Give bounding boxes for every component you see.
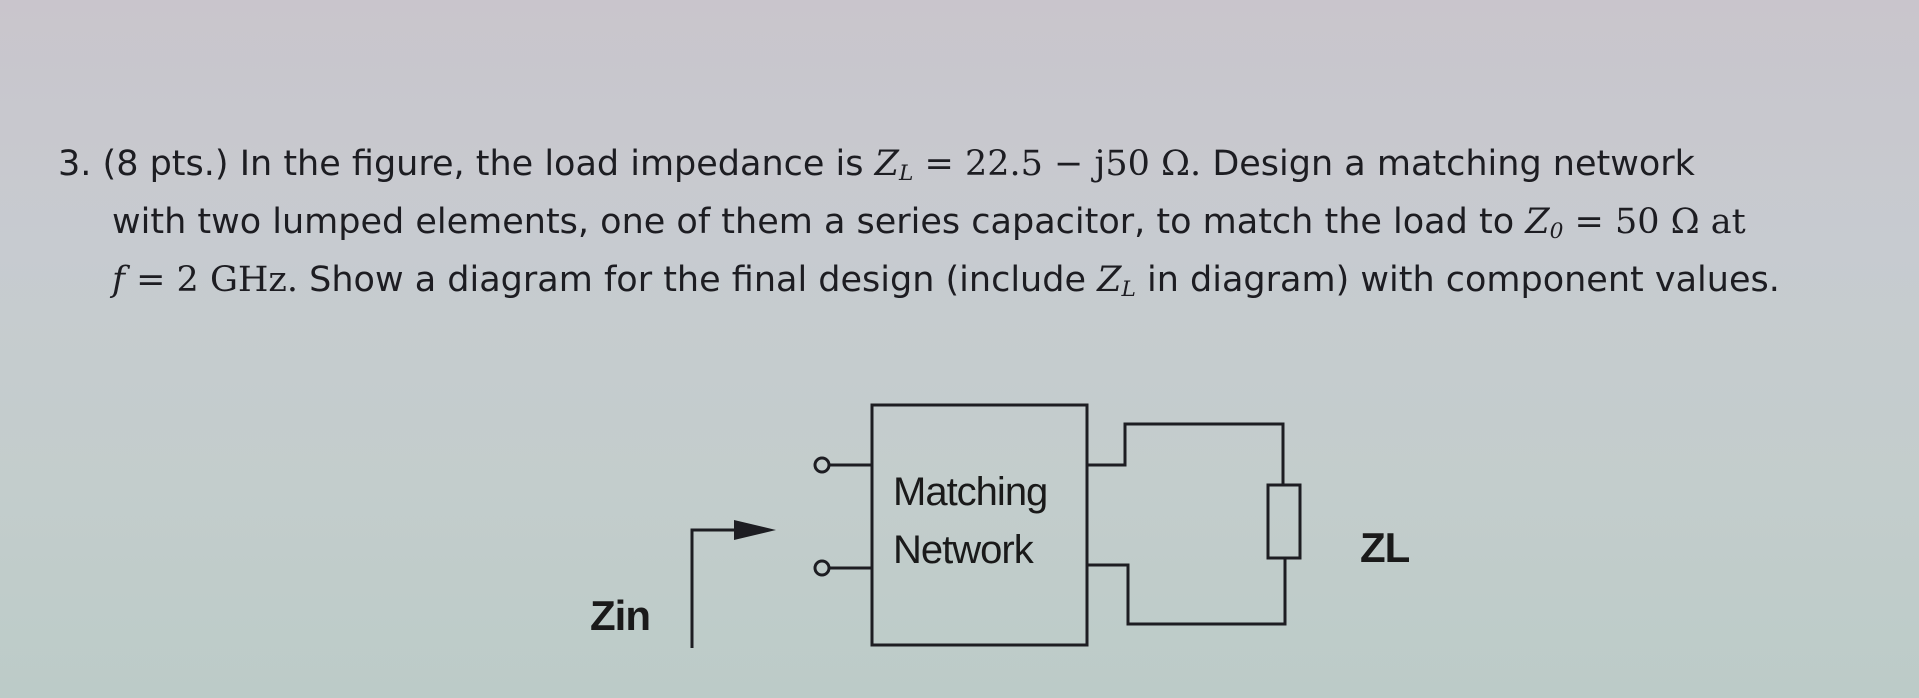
problem-text-1-tail: Design a matching network [1212,144,1695,184]
problem-number: 3. [58,144,92,184]
output-wire-bottom [1087,558,1287,626]
output-wire-top [1087,422,1285,485]
f-value: = 2 GHz. [136,259,299,300]
matching-network-box [870,403,1089,647]
z0-value: = 50 Ω at [1574,201,1746,242]
input-terminal-top [813,456,831,474]
zin-label: Zin [590,592,650,639]
problem-text-2: with two lumped elements, one of them a … [112,201,1515,242]
zl-symbol: ZL [874,144,914,186]
problem-points: (8 pts.) [102,144,229,184]
input-terminal-bottom [813,559,831,577]
f-symbol: f [112,259,125,300]
zl-symbol-2: ZL [1097,259,1136,302]
z0-symbol: Z0 [1525,201,1564,244]
network-label-1: Matching [893,470,1047,514]
network-label-2: Network [893,528,1035,572]
problem-line-2: with two lumped elements, one of them a … [58,198,1858,256]
problem-line-1: 3. (8 pts.) In the figure, the load impe… [58,140,1858,198]
problem-text-3: Show a diagram for the final design (inc… [309,259,1086,300]
zl-value: = 22.5 − j50 Ω. [924,144,1202,184]
zin-arrowhead [734,520,776,540]
problem-text-1: In the figure, the load impedance is [239,144,864,184]
load-resistor [1266,483,1302,560]
zin-arrow-line [690,528,734,648]
problem-line-3: f = 2 GHz. Show a diagram for the final … [58,256,1858,314]
problem-statement: 3. (8 pts.) In the figure, the load impe… [58,140,1858,313]
problem-text-3-tail: in diagram) with component values. [1147,259,1780,300]
zl-label: ZL [1360,524,1410,571]
